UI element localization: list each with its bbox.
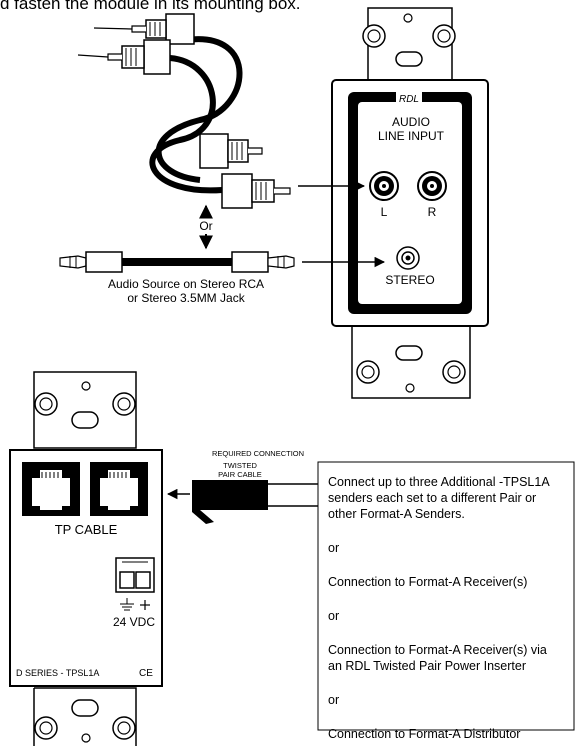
- rca-plug-icon: [77, 39, 171, 75]
- source-caption-line2: or Stereo 3.5MM Jack: [127, 291, 245, 305]
- mounting-slot-icon: [71, 699, 99, 717]
- or-label: Or: [199, 219, 212, 233]
- top-caption: d fasten the module in its mounting box.: [0, 0, 301, 13]
- rca-jack-right-icon: [417, 171, 447, 201]
- connection-options-box: [317, 461, 575, 731]
- cable-type-line1: TWISTED: [223, 461, 257, 470]
- rca-plug-icon: [93, 13, 195, 45]
- audio-input-wall-plate: RDL AUDIO LINE INPUT L R STEREO: [331, 7, 489, 399]
- power-label: 24 VDC: [113, 615, 155, 629]
- model-label: D SERIES - TPSL1A: [16, 668, 99, 678]
- mounting-slot-icon: [395, 51, 423, 67]
- option-1-line2: senders each set to a different Pair or: [328, 491, 537, 505]
- mounting-slot-icon: [395, 345, 423, 361]
- rca-jack-left-icon: [369, 171, 399, 201]
- port-label: TP CABLE: [55, 522, 118, 537]
- or-separator-2: or: [328, 609, 340, 623]
- stereo-mini-cable-icon: [59, 251, 295, 273]
- tpsl1a-module: TP CABLE 24 VDC D SERIES - TPSL1A CE: [9, 371, 163, 746]
- option-1-line3: other Format-A Senders.: [328, 507, 465, 521]
- stereo-jack-label: STEREO: [385, 273, 434, 287]
- ce-mark: CE: [139, 668, 153, 679]
- option-2: Connection to Format-A Receiver(s): [328, 575, 528, 589]
- connection-options-text: Connect up to three Additional -TPSL1A s…: [328, 474, 568, 742]
- rj45-port-icon: [90, 462, 148, 516]
- brand-logo: RDL: [399, 94, 419, 105]
- power-terminal-icon: [115, 557, 155, 593]
- source-caption-line1: Audio Source on Stereo RCA: [108, 277, 264, 291]
- rj45-port-icon: [22, 462, 80, 516]
- plus-symbol-icon: [140, 600, 150, 610]
- or-separator-1: or: [328, 541, 340, 555]
- jack-right-label: R: [428, 205, 437, 219]
- ground-symbol-icon: [120, 598, 134, 611]
- rca-cable-icon: [77, 13, 291, 209]
- option-1-line1: Connect up to three Additional -TPSL1A: [328, 475, 550, 489]
- rca-plug-icon: [221, 173, 291, 209]
- option-4: Connection to Format-A Distributor: [328, 727, 521, 741]
- rca-plug-icon: [199, 133, 263, 169]
- plate-title-line1: AUDIO: [392, 115, 430, 129]
- jack-left-label: L: [381, 205, 388, 219]
- stereo-jack-icon: [396, 246, 420, 270]
- required-connection-label: REQUIRED CONNECTION: [212, 449, 304, 458]
- plate-title-line2: LINE INPUT: [378, 129, 445, 143]
- or-separator-3: or: [328, 693, 340, 707]
- option-3-line1: Connection to Format-A Receiver(s) via: [328, 643, 547, 657]
- option-3-line2: an RDL Twisted Pair Power Inserter: [328, 659, 526, 673]
- cable-type-line2: PAIR CABLE: [218, 470, 262, 479]
- mounting-slot-icon: [71, 411, 99, 429]
- twisted-pair-plug-icon: [192, 480, 320, 524]
